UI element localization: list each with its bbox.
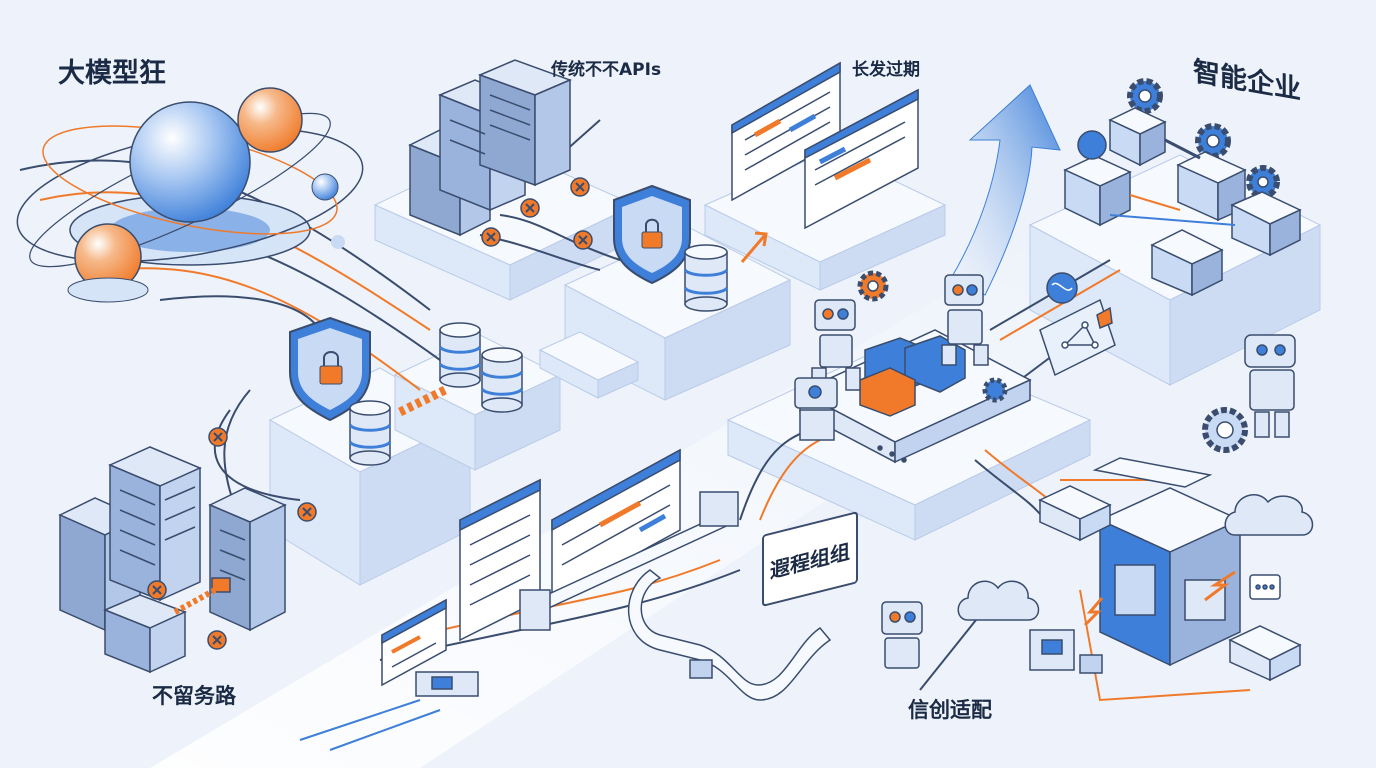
server-rack-icon [58, 446, 287, 674]
network-nodes-icon [1039, 298, 1116, 377]
database-icon [480, 347, 524, 413]
robot-icon [1244, 334, 1296, 438]
cloud-icon [957, 494, 1314, 621]
platform-shield-db [563, 227, 792, 401]
database-icon [348, 400, 392, 466]
label-llm: 大模型狂 [58, 58, 166, 89]
label-no-path: 不留务路 [152, 684, 236, 708]
label-xinchuang: 信创适配 [908, 698, 992, 722]
compute-node [1029, 457, 1302, 682]
shield-lock-icon [613, 184, 691, 285]
shield-lock-icon [289, 316, 371, 422]
label-long-cycle: 长发过期 [852, 60, 920, 80]
robot-icon [941, 274, 989, 366]
database-icon [683, 244, 729, 312]
conveyor-icon [415, 491, 832, 701]
arrow-icon [740, 231, 768, 263]
database-icon [438, 322, 482, 388]
robot-icon [881, 601, 923, 669]
platform-small [538, 331, 640, 399]
server-rack-icon [408, 59, 573, 237]
gantt-chart-icon [731, 61, 919, 230]
label-legacy-api: 传统不不APIs [551, 60, 662, 80]
enterprise-cubes [1063, 107, 1302, 297]
brain-icon [1046, 130, 1107, 304]
error-x-icon [147, 177, 593, 650]
llm-globe-system [16, 87, 364, 303]
cable [173, 587, 217, 615]
robot-icon [794, 377, 838, 441]
growth-arrow-icon [949, 84, 1061, 296]
globe-icon [129, 101, 251, 223]
